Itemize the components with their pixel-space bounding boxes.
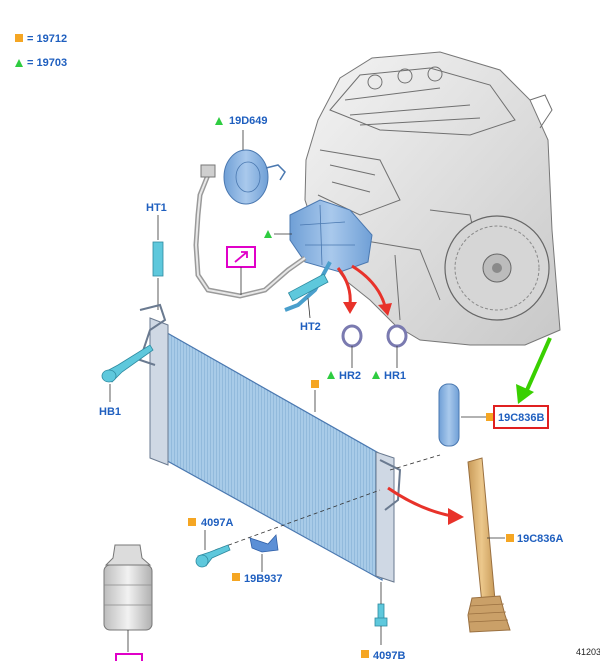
callout-19c836a-square xyxy=(506,534,514,542)
magenta-indicator xyxy=(226,246,256,295)
red-arrow-left xyxy=(336,267,352,306)
figure-number: 41203 xyxy=(576,647,600,657)
dryer-b-body xyxy=(438,383,460,447)
compressor xyxy=(264,199,373,273)
condenser-dash-line xyxy=(389,454,441,471)
red-arrow-right xyxy=(351,264,387,307)
condenser-dash-line-lower xyxy=(214,489,381,551)
leader-ht2 xyxy=(307,297,311,319)
engine-plug-2 xyxy=(397,68,413,84)
canister-body xyxy=(103,564,153,631)
callout-19b937: 19B937 xyxy=(244,573,283,585)
callout-4097a: 4097A xyxy=(201,517,233,529)
o-rings: HR2 HR1 xyxy=(327,324,408,382)
flywheel-ring xyxy=(454,225,540,311)
callout-ht2: HT2 xyxy=(300,321,321,333)
flow-arrows-compressor xyxy=(336,264,392,316)
legend-square-text: = 19712 xyxy=(27,33,67,45)
callout-19c836a: 19C836A xyxy=(517,533,564,545)
suction-hose-inner xyxy=(194,174,306,298)
hose-fitting xyxy=(200,164,216,178)
condenser-left-tank xyxy=(149,317,169,466)
engine-plug-1 xyxy=(367,74,383,90)
canister-ribs xyxy=(104,584,152,606)
callout-hr1-triangle xyxy=(372,371,380,379)
flow-arrow-dryer xyxy=(387,486,464,525)
legend-triangle-marker xyxy=(15,59,23,67)
o-ring-hr2 xyxy=(341,324,363,348)
bolt-4097b-group: 4097B xyxy=(361,582,405,661)
dryer-cartridge-a: 19C836A xyxy=(467,457,564,633)
ht2-tube xyxy=(287,273,329,302)
bolt-4097a-head xyxy=(195,554,209,568)
condenser-right-bracket xyxy=(379,459,402,511)
ht2-fitting: HT2 xyxy=(287,273,329,333)
dryer-a-body xyxy=(467,457,496,605)
dryer-cartridge-b: 19C836B xyxy=(438,337,552,447)
compressor-triangle xyxy=(264,230,272,238)
condenser-left-bracket xyxy=(138,303,167,366)
legend-square-marker xyxy=(15,34,23,42)
ht1-tube xyxy=(152,241,164,277)
red-arrow-left-head xyxy=(343,302,357,314)
callout-19b937-square xyxy=(232,573,240,581)
red-arrow-right-head xyxy=(378,303,392,316)
hb1-bolt: HB1 xyxy=(99,344,154,418)
callout-19c836b-highlight xyxy=(493,405,549,429)
dryer-a-filter xyxy=(467,595,511,633)
dryer-a-filter-ribs xyxy=(468,603,509,623)
hb1-bolt-shape xyxy=(104,344,154,383)
canister-top xyxy=(104,544,152,566)
engine-plug-3 xyxy=(427,66,443,82)
legend-triangle-text: = 19703 xyxy=(27,57,67,69)
compressor-clutch: 19D649 xyxy=(215,115,286,205)
ht1-pipe: HT1 xyxy=(146,202,167,310)
callout-4097a-square xyxy=(188,518,196,526)
callout-ht1: HT1 xyxy=(146,202,167,214)
green-arrow-head xyxy=(516,384,534,404)
callout-19d649-triangle xyxy=(215,117,223,125)
engine xyxy=(304,51,561,346)
callout-19c836b: 19C836B xyxy=(498,412,545,424)
callout-4097b-square xyxy=(361,650,369,658)
condenser-right-tank xyxy=(375,451,395,583)
o-ring-hr1 xyxy=(386,324,408,348)
clutch-wire xyxy=(265,164,286,181)
callout-4097b: 4097B xyxy=(373,650,405,661)
legend: = 19712 = 19703 xyxy=(15,33,67,69)
refrigerant-canister xyxy=(103,544,153,661)
clutch-pulley xyxy=(223,149,269,205)
hb1-bolt-head xyxy=(101,369,117,383)
engine-cam-cover xyxy=(329,67,516,136)
callout-hr2: HR2 xyxy=(339,370,361,382)
condenser-square-marker xyxy=(311,380,319,388)
green-arrow-shaft xyxy=(525,337,552,391)
condenser xyxy=(138,303,441,583)
bolt-4097b-head xyxy=(374,617,388,627)
bracket-19b937 xyxy=(249,534,279,553)
magenta-arrow-icon xyxy=(234,251,248,263)
magenta-box-lower xyxy=(115,653,143,661)
clutch-pulley-face xyxy=(235,161,261,193)
engine-cam-detail xyxy=(344,87,481,126)
callout-hr2-triangle xyxy=(327,371,335,379)
callout-19c836b-square xyxy=(486,413,494,421)
callout-hb1: HB1 xyxy=(99,406,121,418)
red-arrow-dryer xyxy=(387,486,453,518)
flywheel-center xyxy=(492,263,502,273)
callout-hr1: HR1 xyxy=(384,370,406,382)
callout-19d649: 19D649 xyxy=(229,115,268,127)
compressor-body xyxy=(289,199,373,273)
lower-fasteners: 4097A 19B937 xyxy=(188,517,283,585)
red-arrow-dryer-head xyxy=(448,508,464,525)
engine-bracket xyxy=(529,94,553,129)
compressor-detail xyxy=(299,204,355,266)
